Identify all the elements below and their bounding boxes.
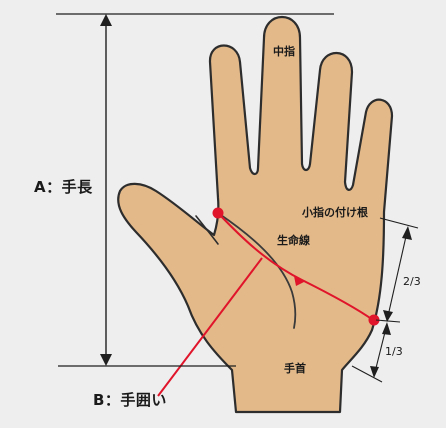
hand-length-label: A：手長 <box>34 178 93 196</box>
dimension-arrow-top <box>100 14 112 26</box>
guide-one-third <box>374 327 387 373</box>
guide-arrow-b <box>383 310 393 322</box>
dimension-arrow-bottom <box>100 354 112 366</box>
guide-extension-mid <box>375 319 401 323</box>
girth-pointer-line <box>157 257 263 397</box>
guide-arrow-d <box>370 366 379 378</box>
guide-two-thirds <box>387 231 408 317</box>
life-line-mark <box>217 212 297 329</box>
guide-arrow-a <box>402 226 412 240</box>
guide-extension-top <box>379 217 419 229</box>
thumb-crease <box>195 215 219 245</box>
wrist-label: 手首 <box>284 362 306 375</box>
start-point-dot <box>212 207 224 219</box>
hand-silhouette <box>117 15 394 414</box>
end-point-dot <box>368 314 380 326</box>
girth-direction-arrow <box>294 276 306 286</box>
guide-arrow-c <box>382 322 391 335</box>
guide-extension-bottom <box>351 365 383 383</box>
one-third-label: 1/3 <box>385 345 403 358</box>
middle-finger-label: 中指 <box>273 45 295 58</box>
life-line-label: 生命線 <box>277 234 310 247</box>
hand-girth-label: B：手囲い <box>93 391 167 409</box>
two-thirds-label: 2/3 <box>403 275 421 288</box>
pinky-base-label: 小指の付け根 <box>302 206 368 219</box>
